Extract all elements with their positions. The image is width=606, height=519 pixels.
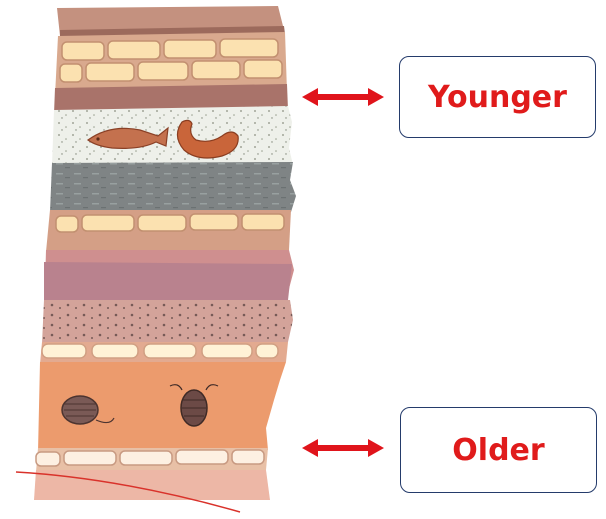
layer-grey-shale <box>50 162 296 212</box>
older-label: Older <box>452 433 544 468</box>
double-headed-arrow-icon <box>302 88 384 106</box>
double-headed-arrow-icon <box>302 439 384 457</box>
layer-limestone-middle <box>46 210 291 252</box>
layer-limestone-bottom <box>36 448 268 472</box>
strata-stack <box>16 6 296 512</box>
younger-label-box: Younger <box>399 56 596 138</box>
layer-dotted-overlay <box>42 300 293 344</box>
older-label-box: Older <box>400 407 597 493</box>
younger-label: Younger <box>428 80 567 115</box>
layer-sandstone-fossils <box>52 106 293 166</box>
layer-base-pink <box>34 470 270 500</box>
layer-mauve-band <box>44 262 292 302</box>
layer-limestone-lower <box>40 342 288 364</box>
